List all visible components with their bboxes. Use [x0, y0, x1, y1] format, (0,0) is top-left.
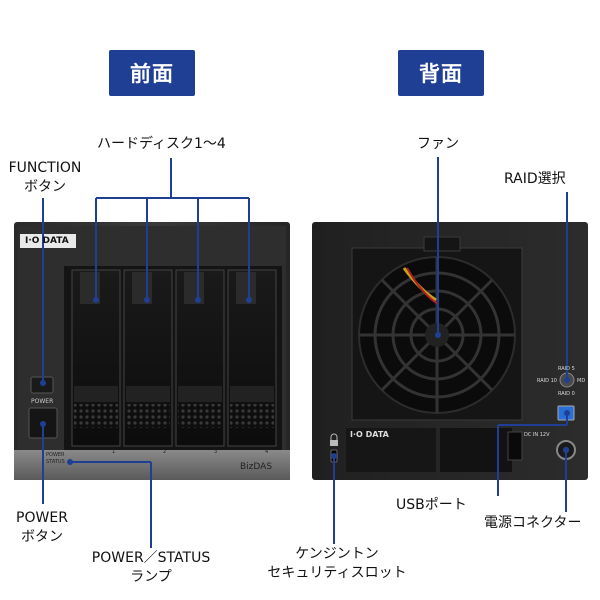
- bay-number-4: 4: [265, 449, 269, 455]
- status-label-line2: ランプ: [130, 569, 172, 585]
- function-button-label: FUNCTION ボタン: [0, 159, 90, 197]
- usb-port-label: USBポート: [396, 497, 467, 513]
- lock-icon-body: [330, 440, 338, 446]
- dc-connector-label: 電源コネクター: [484, 515, 582, 531]
- dc-in-marking: DC IN 12V: [524, 432, 550, 438]
- drive-bay-3[interactable]: [175, 269, 225, 447]
- power-label-line1: POWER: [16, 510, 68, 526]
- rating-label-plate: [346, 428, 436, 472]
- power-status-lamp-label: POWER／STATUS ランプ: [68, 549, 234, 587]
- serial-label-plate: [440, 428, 512, 472]
- fan-label: ファン: [417, 136, 459, 152]
- raid-bottom-marking: RAID 0: [558, 391, 575, 397]
- power-label-line2: ボタン: [21, 529, 63, 545]
- kensington-label-line1: ケンジントン: [295, 546, 379, 562]
- bay-number-2: 2: [163, 449, 167, 455]
- bay-number-3: 3: [214, 449, 218, 455]
- back-brand-logo: I·O DATA: [350, 430, 389, 439]
- power-button-marking: POWER: [31, 398, 54, 405]
- status-label-line1: POWER／STATUS: [91, 550, 211, 566]
- kensington-label-line2: セキュリティスロット: [267, 565, 407, 581]
- hdd-label: ハードディスク1～4: [97, 136, 226, 152]
- back-device: [312, 222, 588, 480]
- function-label-line2: ボタン: [24, 179, 66, 195]
- power-led-marking: POWER: [46, 452, 65, 458]
- dc-bracket: [507, 431, 523, 461]
- model-logo: BizDAS: [240, 462, 273, 472]
- fan-tab: [423, 236, 461, 252]
- raid-select-label: RAID選択: [504, 171, 566, 187]
- raid-top-marking: RAID 5: [558, 366, 575, 372]
- power-button-label: POWER ボタン: [0, 509, 84, 547]
- front-device: [14, 222, 290, 480]
- leader-lines: [42, 157, 568, 548]
- brand-logo: I·O DATA: [25, 236, 69, 246]
- raid-right-marking: MD: [577, 378, 586, 384]
- drive-bay-4[interactable]: [227, 269, 277, 447]
- front-badge: 前面: [109, 50, 195, 96]
- bay-number-1: 1: [112, 449, 116, 455]
- brand-plate: [20, 234, 76, 248]
- back-badge: 背面: [398, 50, 484, 96]
- function-label-line1: FUNCTION: [8, 160, 82, 176]
- kensington-slot-label: ケンジントン セキュリティスロット: [262, 545, 412, 583]
- raid-left-marking: RAID 10: [537, 378, 557, 384]
- lock-icon: [330, 433, 338, 440]
- status-led-marking: STATUS: [46, 459, 65, 465]
